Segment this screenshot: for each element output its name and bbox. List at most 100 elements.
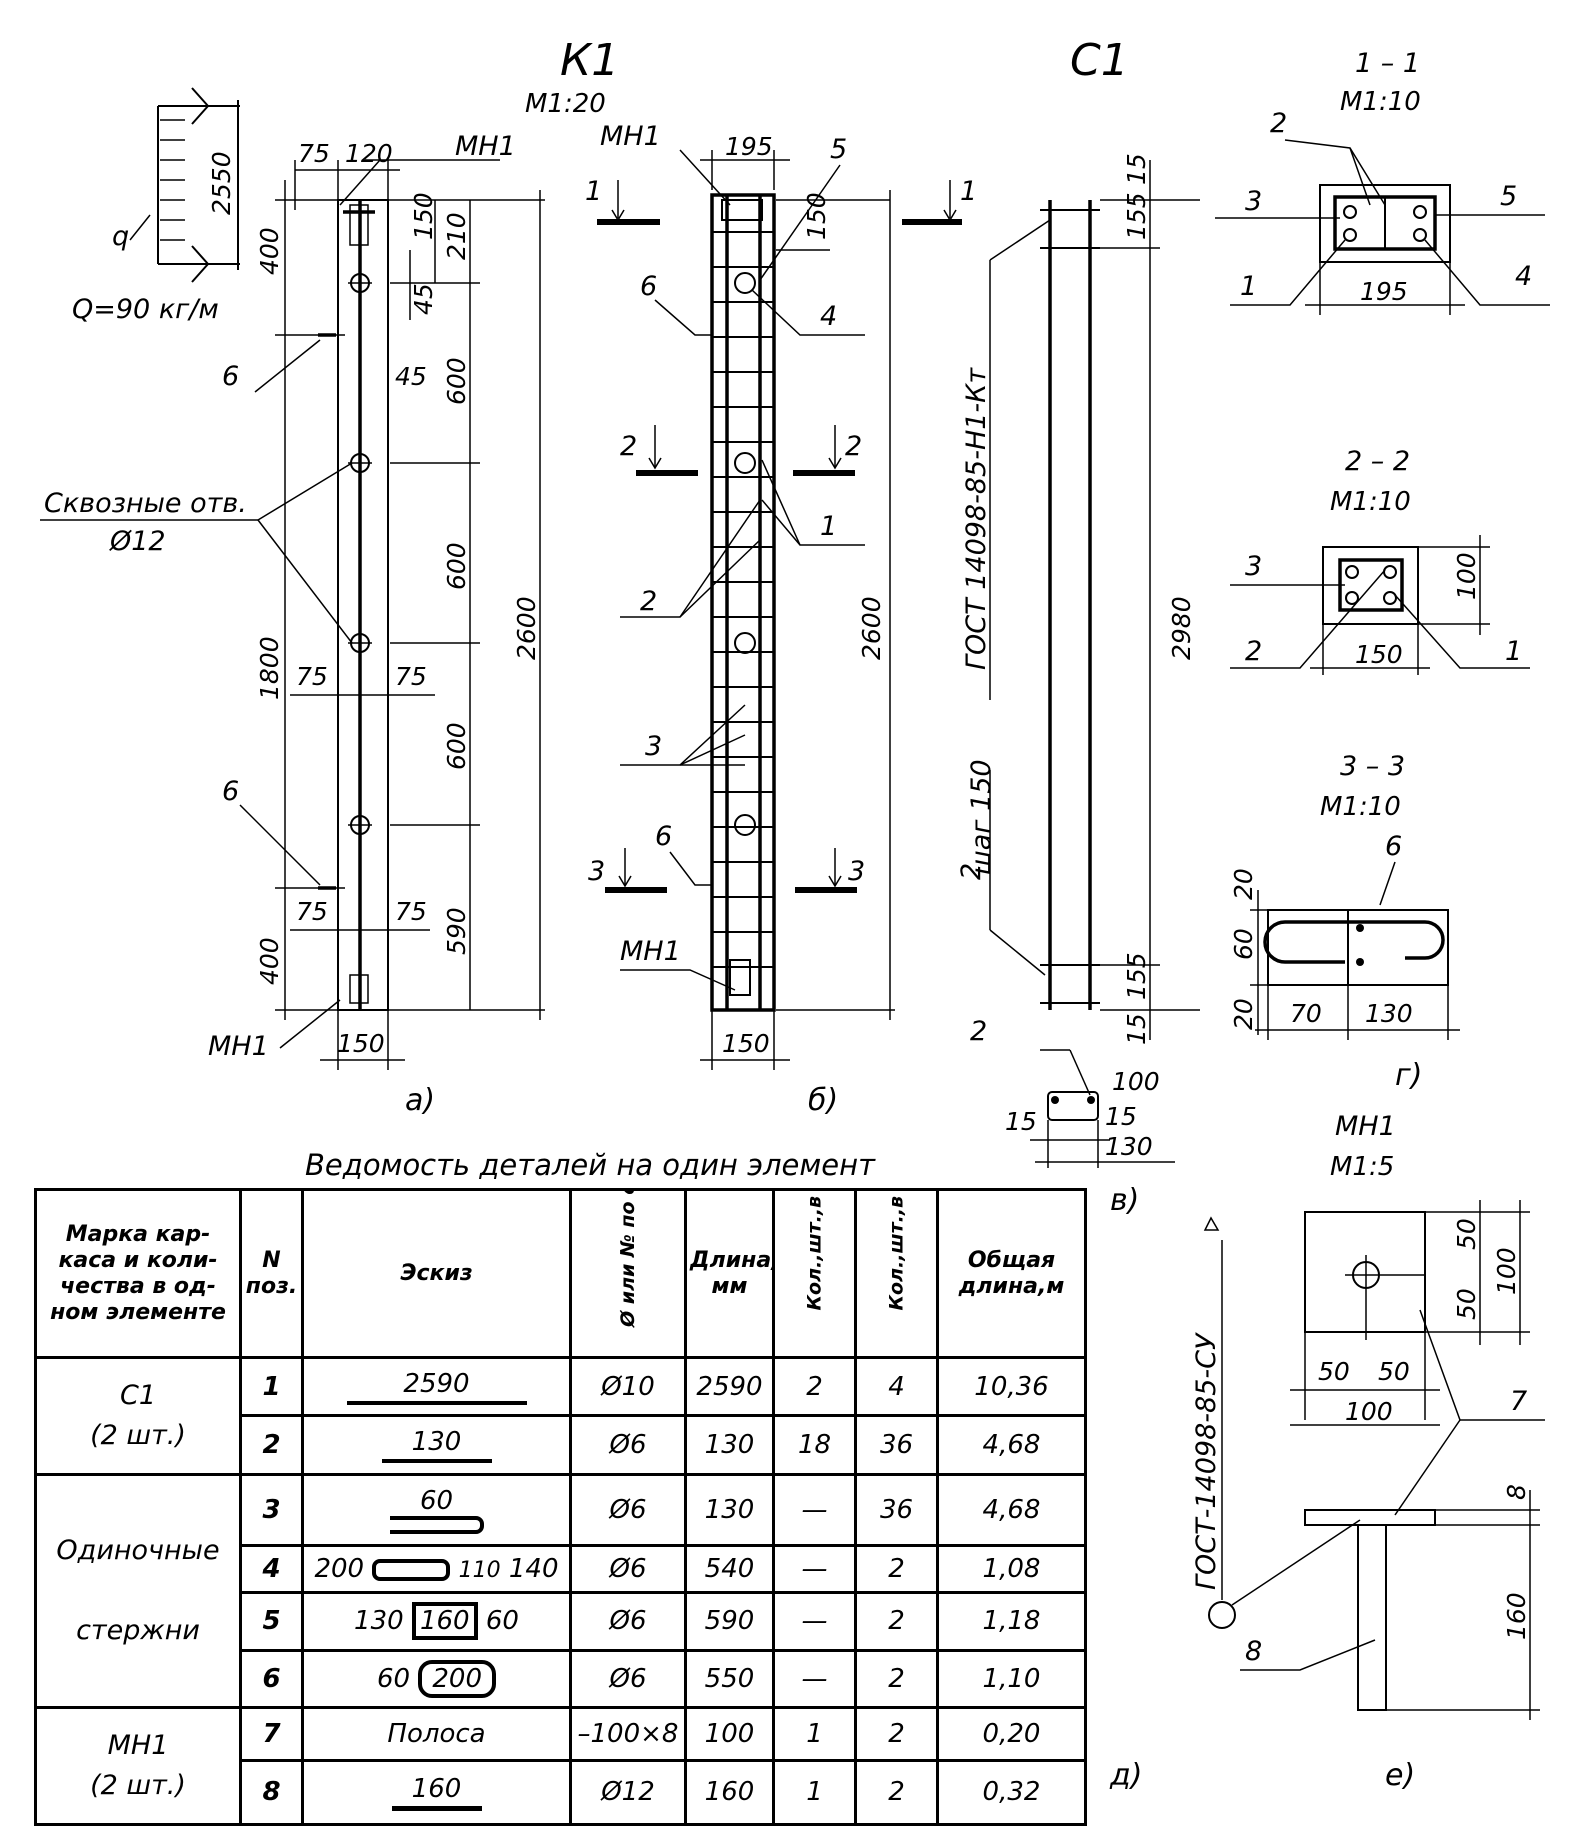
s33-dim-130: 130 (1365, 999, 1413, 1028)
section-marks: 1 1 2 2 3 3 (585, 176, 977, 893)
header-qty-elem: Кол.,шт.,в 1элементе (885, 1189, 908, 1311)
k1-mh1-top: МН1 (455, 131, 516, 162)
frame-pos2: 2 (640, 586, 657, 617)
s22-dim-100: 100 (1452, 552, 1481, 600)
row-qty-frame: 1 (772, 1706, 857, 1762)
row-qty-elem: 2 (854, 1706, 939, 1762)
spec-table: Марка кар-каса и коли-чества в од-ном эл… (34, 1188, 1087, 1827)
group-c1: С1(2 шт.) (34, 1356, 242, 1476)
view-k1-frame: 195 МН1 5 150 2600 6 4 1 2 3 6 МН1 150 (585, 121, 977, 1118)
c1-caption: в) (1110, 1183, 1139, 1218)
row-length: 550 (684, 1648, 775, 1710)
mh1-dim-50b: 50 (1452, 1288, 1481, 1320)
c1-dim-15b: 15 (1122, 1013, 1151, 1045)
row-pos: 7 (239, 1706, 304, 1762)
s33-pos6: 6 (1385, 831, 1402, 862)
row-length: 100 (684, 1706, 775, 1762)
row-length: 590 (684, 1590, 775, 1652)
row-qty-frame: — (772, 1544, 857, 1594)
row-qty-frame: 18 (772, 1414, 857, 1476)
s33-outline (1267, 909, 1449, 986)
table-row: 4 200 110 140 Ø6 540 — 2 1,08 (36, 1544, 1087, 1594)
sections-caption: г) (1395, 1058, 1422, 1093)
mh1-dim-50a: 50 (1452, 1218, 1481, 1250)
row-qty-frame: — (772, 1648, 857, 1710)
sketch-label: 60 (419, 1486, 454, 1517)
row-diam: Ø12 (569, 1758, 687, 1827)
k1-dim-400-top: 400 (255, 227, 284, 275)
row-diam: Ø6 (569, 1544, 687, 1594)
frame-caption: б) (808, 1083, 838, 1118)
mh1-dim-50d: 50 (1378, 1357, 1410, 1386)
row-length: 160 (684, 1758, 775, 1827)
k1-dim-150-bot: 150 (337, 1029, 385, 1058)
row-length: 2590 (684, 1355, 775, 1418)
group-mh1-name: МН1 (107, 1730, 169, 1762)
k1-title: К1 (560, 35, 619, 86)
sketch-loop: 200 (418, 1659, 496, 1698)
row-qty-frame: — (772, 1472, 857, 1548)
s22-dim-150: 150 (1355, 640, 1403, 669)
k1-mh1-bot: МН1 (208, 1031, 269, 1062)
s22-pos3: 3 (1245, 551, 1262, 582)
k1-dim-600b: 600 (442, 542, 471, 590)
frame-dim-150: 150 (802, 192, 831, 240)
row-pos: 6 (239, 1648, 304, 1710)
sketch-label-b: 200 (432, 1663, 482, 1694)
sketch-bar (346, 1400, 527, 1405)
row-qty-frame: — (772, 1590, 857, 1652)
sketch-label-c: 140 (508, 1554, 559, 1585)
sketch-bar (381, 1459, 492, 1464)
mh1-title: МН1 (1335, 1111, 1396, 1142)
cut1-left: 1 (585, 176, 602, 207)
frame-stirrups (712, 231, 774, 968)
load-value: Q=90 кг/м (72, 294, 219, 325)
row-total: 1,10 (936, 1648, 1087, 1710)
c1-dim-155b: 155 (1122, 952, 1151, 1000)
mh1-gost: ГОСТ-14098-85-СУ (1191, 1332, 1222, 1590)
header-pos: N поз. (239, 1188, 304, 1359)
row-sketch: 130 160 60 (301, 1590, 572, 1652)
row-pos: 3 (239, 1472, 304, 1548)
row-total: 1,08 (936, 1544, 1087, 1594)
header-sketch: Эскиз (301, 1188, 572, 1359)
sketch-label-b: 110 (458, 1558, 501, 1584)
k1-dim-2600: 2600 (512, 596, 541, 660)
k1-dim-75a: 75 (296, 662, 328, 691)
s22-scale: М1:10 (1330, 487, 1411, 517)
row-qty-elem: 36 (854, 1414, 939, 1476)
table-row: С1(2 шт.) 1 2590 Ø10 2590 2 4 10,36 (34, 1355, 1087, 1476)
c1-step: шаг 150 (966, 759, 997, 875)
table-header-row: Марка кар-каса и коли-чества в од-ном эл… (34, 1188, 1087, 1359)
row-qty-elem: 2 (854, 1648, 939, 1710)
row-length: 130 (684, 1414, 775, 1476)
row-diam: Ø6 (569, 1472, 687, 1548)
row-qty-elem: 2 (854, 1590, 939, 1652)
frame-pos3: 3 (645, 731, 662, 762)
row-diam: Ø6 (569, 1414, 687, 1476)
row-pos: 5 (239, 1590, 304, 1652)
c1-dim-155a: 155 (1122, 192, 1151, 240)
s22-title: 2 – 2 (1345, 446, 1410, 477)
row-sketch: 160 (301, 1758, 572, 1827)
frame-dim-2600: 2600 (857, 596, 886, 660)
k1-dim-600c: 600 (442, 722, 471, 770)
s33-dim-60: 60 (1229, 928, 1258, 960)
k1-dim-210: 210 (442, 212, 471, 260)
mh1-plate-plan (1304, 1211, 1426, 1333)
frame-outline (710, 193, 776, 1012)
s11-pos2: 2 (1270, 108, 1287, 139)
header-mark: Марка кар-каса и коли-чества в од-ном эл… (34, 1188, 242, 1359)
sketch-label-a: 130 (354, 1606, 404, 1637)
header-length: Длина, мм (684, 1188, 775, 1359)
frame-pos5: 5 (830, 134, 847, 165)
frame-mh1-top: МН1 (600, 121, 661, 152)
mh1-anchor-bar (1357, 1524, 1387, 1711)
k1-holes-label: Сквозные отв. (44, 488, 247, 519)
c1-sec-15a: 15 (1005, 1107, 1037, 1136)
s33-dim-20a: 20 (1229, 868, 1258, 900)
mh1-weld-symbol (1208, 1601, 1236, 1629)
mh1-pos8: 8 (1245, 1636, 1262, 1667)
